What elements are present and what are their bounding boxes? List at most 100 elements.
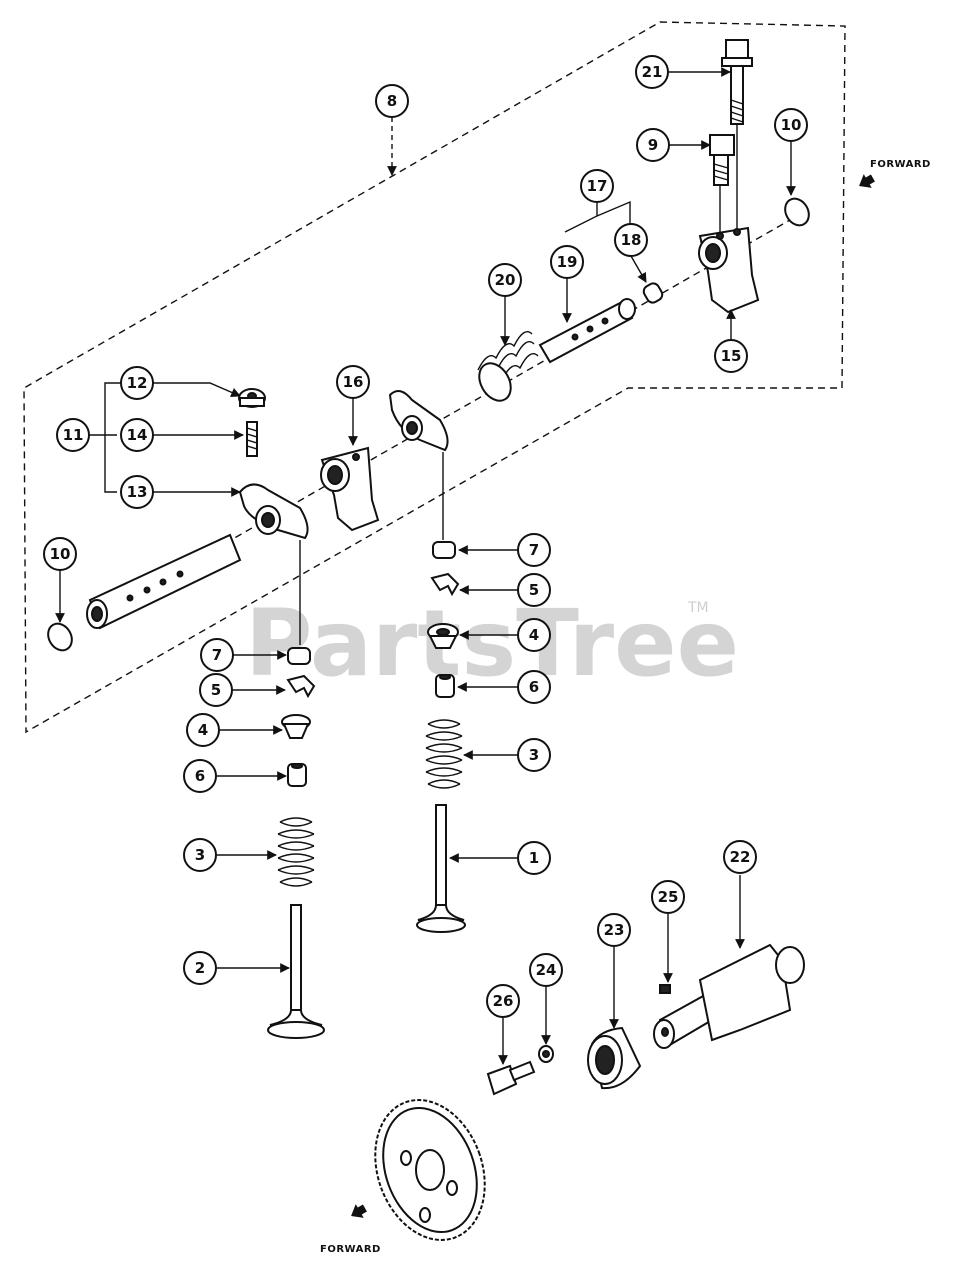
part-14-screw [246,421,258,457]
watermark: PartsTree [245,590,739,697]
part-7-cap-left [287,647,311,665]
callout-11[interactable]: 11 [56,418,90,452]
svg-text:6: 6 [529,678,539,696]
part-1-intake-valve [416,804,466,933]
part-5-keeper-right [430,572,460,597]
rocker-assembly-boundary [23,21,846,734]
callout-10-top[interactable]: 10 [774,108,808,142]
callout-12[interactable]: 12 [120,366,154,400]
callout-20[interactable]: 20 [488,263,522,297]
callout-7-right[interactable]: 7 [517,533,551,567]
part-26-bolt [486,1060,536,1096]
svg-text:11: 11 [63,426,84,444]
part-5-keeper-left [286,674,316,699]
part-10-snap-ring-top [784,197,810,227]
svg-text:3: 3 [529,746,539,764]
callout-13[interactable]: 13 [120,475,154,509]
part-15-support [698,226,760,314]
svg-text:13: 13 [127,483,148,501]
watermark-tm: TM [687,600,709,616]
callout-8[interactable]: 8 [375,84,409,118]
svg-text:3: 3 [195,846,205,864]
part-3-spring-right [425,719,463,789]
svg-text:5: 5 [529,581,539,599]
svg-text:4: 4 [529,626,539,644]
callout-9[interactable]: 9 [636,128,670,162]
callout-18[interactable]: 18 [614,223,648,257]
forward-label-top: FORWARD [870,159,931,170]
svg-text:8: 8 [387,92,397,110]
part-3-spring-left [277,817,315,887]
part-22-crankshaft [653,943,805,1049]
callout-23[interactable]: 23 [597,913,631,947]
svg-text:20: 20 [495,271,516,289]
svg-text:6: 6 [195,767,205,785]
callout-6-right[interactable]: 6 [517,670,551,704]
part-gear [374,1099,486,1241]
callout-7-left[interactable]: 7 [200,638,234,672]
svg-text:10: 10 [781,116,802,134]
svg-text:22: 22 [730,848,751,866]
part-10-snap-ring-left [47,622,73,652]
callout-4-right[interactable]: 4 [517,618,551,652]
callout-24[interactable]: 24 [529,953,563,987]
callout-5-left[interactable]: 5 [199,673,233,707]
part-25-key [659,984,671,994]
forward-label-bottom: FORWARD [320,1244,381,1255]
callout-6-left[interactable]: 6 [183,759,217,793]
leader-lines [55,67,796,1065]
callout-15[interactable]: 15 [714,339,748,373]
part-20-spring [477,331,539,402]
callout-5-right[interactable]: 5 [517,573,551,607]
forward-indicator-top: FORWARD [859,159,931,188]
part-6-seal-right [435,674,455,698]
svg-text:24: 24 [536,961,557,979]
callout-14[interactable]: 14 [120,418,154,452]
callout-22[interactable]: 22 [723,840,757,874]
part-16-support [320,446,380,532]
part-12-nut [238,388,266,408]
callout-21[interactable]: 21 [635,55,669,89]
svg-text:2: 2 [195,959,205,977]
svg-text:10: 10 [50,545,71,563]
part-4-retainer-left [281,714,311,739]
callout-3-right[interactable]: 3 [517,738,551,772]
svg-text:5: 5 [211,681,221,699]
part-7-cap-right [432,541,456,559]
part-2-exhaust-valve [267,904,325,1039]
svg-text:23: 23 [604,921,625,939]
callout-16[interactable]: 16 [336,365,370,399]
svg-text:26: 26 [493,992,514,1010]
svg-text:7: 7 [212,646,222,664]
part-19-shaft [538,298,636,364]
callout-10-left[interactable]: 10 [43,537,77,571]
part-23-seal [587,1026,642,1090]
part-rocker-shaft-left [86,533,242,630]
callout-1[interactable]: 1 [517,841,551,875]
part-21-bolt [721,39,753,125]
callout-17[interactable]: 17 [580,169,614,203]
svg-text:21: 21 [642,63,663,81]
svg-text:9: 9 [648,136,658,154]
svg-text:1: 1 [529,849,539,867]
svg-text:25: 25 [658,888,679,906]
part-6-seal-left [287,763,307,787]
callout-3-left[interactable]: 3 [183,838,217,872]
part-18-plug [642,282,664,304]
callout-26[interactable]: 26 [486,984,520,1018]
forward-indicator-bottom: FORWARD [320,1204,381,1255]
svg-text:17: 17 [587,177,608,195]
svg-text:14: 14 [127,426,148,444]
svg-text:19: 19 [557,253,578,271]
callout-4-left[interactable]: 4 [186,713,220,747]
svg-text:4: 4 [198,721,208,739]
part-9-bolt [709,134,735,186]
part-rocker-arm-right [388,390,449,452]
callout-25[interactable]: 25 [651,880,685,914]
callout-19[interactable]: 19 [550,245,584,279]
part-13-rocker-arm [238,483,309,540]
svg-text:15: 15 [721,347,742,365]
svg-text:7: 7 [529,541,539,559]
callout-2[interactable]: 2 [183,951,217,985]
